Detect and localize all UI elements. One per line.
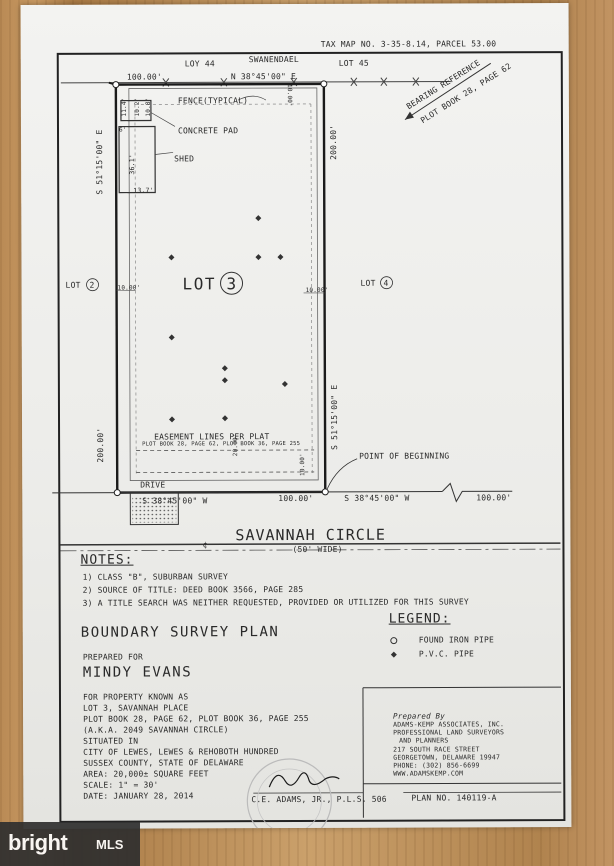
note-3: 3) A TITLE SEARCH WAS NEITHER REQUESTED,… — [82, 597, 469, 608]
concrete-pad — [120, 99, 152, 122]
property-line-7: SUSSEX COUNTY, STATE OF DELAWARE — [83, 758, 244, 768]
lot-4-label: LOT — [360, 278, 376, 288]
drive-outline — [129, 491, 179, 526]
shed-dim-5: 36.1' — [128, 153, 137, 175]
lot-45-label: LOT 45 — [338, 58, 369, 68]
drive-label: DRIVE — [140, 480, 166, 490]
survey-document: TAX MAP NO. 3-35-8.14, PARCEL 53.00 — [20, 3, 572, 829]
west-bearing: S 51°15'00" E — [94, 129, 105, 195]
property-line-6: CITY OF LEWES, LEWES & REHOBOTH HUNDRED — [83, 747, 279, 757]
south-distance-2: 100.00' — [476, 493, 512, 503]
note-2: 2) SOURCE OF TITLE: DEED BOOK 3566, PAGE… — [82, 584, 304, 595]
street-name: SAVANNAH CIRCLE — [235, 525, 386, 545]
setback-left: 10.00' — [117, 284, 141, 292]
surveyor-seal — [246, 758, 332, 829]
property-line-10: DATE: JANUARY 28, 2014 — [83, 791, 194, 801]
prepared-by-label: Prepared By — [393, 711, 445, 721]
plan-title: BOUNDARY SURVEY PLAN — [80, 624, 280, 641]
legend-title: LEGEND: — [388, 611, 451, 627]
south-bearing-2: S 38°45'00" W — [344, 493, 410, 503]
lot-3-number: 3 — [226, 274, 238, 294]
concrete-pad-label: CONCRETE PAD — [177, 126, 239, 136]
setback-right: 10.00' — [305, 286, 329, 294]
shed-outline — [118, 125, 156, 194]
property-line-3: PLOT BOOK 28, PAGE 62, PLOT BOOK 36, PAG… — [83, 713, 309, 724]
setback-top: 10.00' — [285, 84, 293, 107]
firm-line-3: AND PLANNERS — [399, 736, 449, 745]
street-width: (50' WIDE) — [292, 544, 343, 555]
north-distance: 100.00' — [126, 72, 162, 82]
east-bearing: S 51°15'00" E — [329, 384, 340, 450]
property-line-8: AREA: 20,000± SQUARE FEET — [83, 769, 209, 779]
surveyor-name: C.E. ADAMS, JR., P.L.S. 506 — [251, 794, 387, 805]
shed-dim-1: 11.4' — [120, 97, 128, 117]
shed-dim-3: 10.8' — [144, 97, 152, 117]
shed-dim-4: 6' — [118, 126, 127, 134]
watermark-suffix: MLS — [96, 837, 124, 852]
lot-3-label: LOT — [182, 274, 216, 294]
legend-pvc-pipe: P.V.C. PIPE — [418, 649, 475, 659]
watermark-brand: bright — [8, 830, 68, 855]
fence-label: FENCE(TYPICAL) — [177, 96, 249, 106]
setback-bottom-left: 20.00' — [232, 433, 240, 457]
south-distance: 100.00' — [278, 493, 314, 504]
fence-marks — [162, 77, 420, 87]
centerline-symbol: ¢ — [202, 540, 208, 550]
property-line-2: LOT 3, SAVANNAH PLACE — [83, 703, 189, 713]
property-line-9: SCALE: 1" = 30' — [83, 780, 159, 790]
easement-label: EASEMENT LINES PER PLAT — [154, 432, 270, 442]
legend-iron-pipe: FOUND IRON PIPE — [418, 635, 495, 645]
client-name: MINDY EVANS — [82, 664, 193, 681]
signature — [268, 772, 340, 788]
plan-number: PLAN NO. 140119-A — [411, 793, 497, 803]
prepared-for-label: PREPARED FOR — [82, 652, 144, 662]
shed-dim-6: 13.7' — [133, 186, 154, 195]
lot-2-label: LOT — [65, 280, 81, 290]
property-line-5: SITUATED IN — [83, 736, 139, 746]
firm-line-5: GEORGETOWN, DELAWARE 19947 — [393, 753, 501, 762]
property-line-4: (A.K.A. 2049 SAVANNAH CIRCLE) — [83, 725, 229, 735]
north-bearing: N 38°45'00" E — [230, 71, 297, 82]
note-1: 1) CLASS "B", SUBURBAN SURVEY — [82, 572, 229, 582]
lot-4-number: 4 — [383, 278, 389, 288]
west-distance: 200.00' — [96, 427, 106, 463]
firm-line-6: PHONE: (302) 856-6699 — [393, 761, 480, 770]
listing-watermark: bright MLS — [0, 822, 140, 866]
south-bearing: S 38°45'00" W — [142, 496, 208, 506]
lot-2-number: 2 — [89, 280, 95, 290]
firm-line-2: PROFESSIONAL LAND SURVEYORS — [393, 728, 505, 737]
point-of-beginning: POINT OF BEGINNING — [359, 451, 450, 461]
lot-44-label: LOY 44 — [184, 59, 215, 69]
shed-dim-2: 10.2' — [133, 97, 141, 117]
plat-drawing — [52, 62, 562, 829]
property-line-1: FOR PROPERTY KNOWN AS — [82, 692, 189, 702]
swanendael-label: SWANENDAEL — [248, 54, 299, 65]
notes-title: NOTES: — [80, 552, 134, 568]
setback-bottom-right: 10.00' — [299, 453, 307, 476]
shed-label: SHED — [174, 154, 195, 164]
east-distance: 200.00' — [328, 124, 339, 160]
easement-reference: PLOT BOOK 28, PAGE 62, PLOT BOOK 36, PAG… — [142, 440, 301, 448]
firm-line-7: WWW.ADAMSKEMP.COM — [393, 769, 464, 778]
